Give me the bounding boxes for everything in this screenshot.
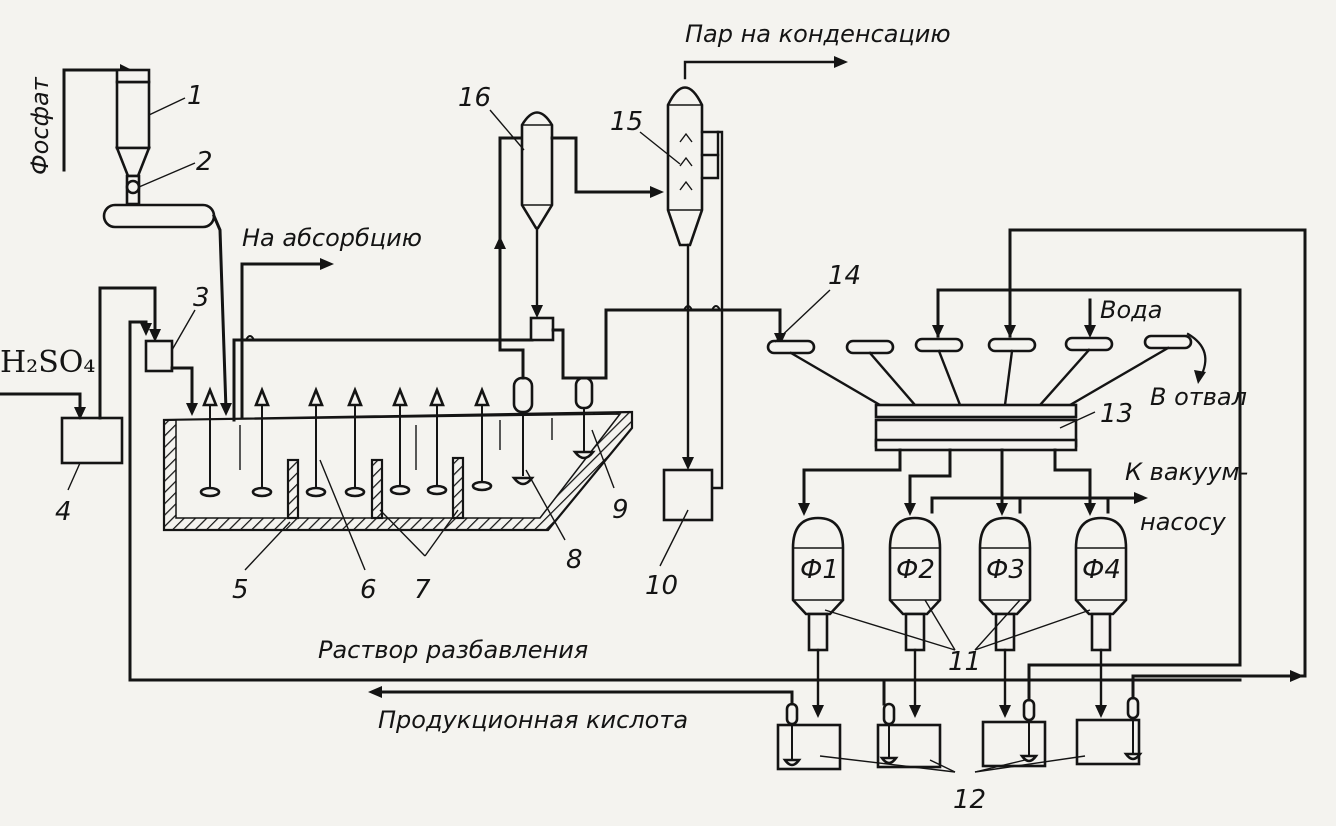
number-7: 7 (414, 575, 431, 605)
acid-dosing-line (98, 286, 157, 420)
number-14: 14 (828, 261, 861, 291)
separator-16 (520, 111, 554, 318)
number-11: 11 (948, 647, 981, 677)
number-12: 12 (953, 785, 986, 815)
agitators-6 (199, 386, 493, 498)
label-vacuum-1: К вакуум- (1125, 458, 1248, 486)
filter-line-4 (1053, 448, 1092, 512)
label-steam: Пар на конденсацию (685, 20, 951, 48)
number-5: 5 (232, 575, 249, 605)
filter-f1 (791, 516, 845, 718)
feeder-2 (125, 174, 141, 206)
number-6: 6 (360, 575, 377, 605)
tank-10 (662, 468, 714, 522)
pump-8 (511, 376, 535, 486)
filter-line-2 (908, 448, 952, 512)
filter-f4 (1074, 516, 1128, 718)
number-16: 16 (458, 83, 491, 113)
header-line (232, 338, 502, 422)
label-phosphate: Фосфат (26, 76, 54, 175)
number-8: 8 (566, 545, 583, 575)
distributors-14 (766, 334, 1193, 407)
leader-lines (67, 97, 1096, 773)
filter-label-1: Ф1 (800, 555, 839, 585)
filter-label-2: Ф2 (896, 555, 935, 585)
seal-box (529, 316, 555, 342)
belt-conveyor (102, 203, 232, 416)
separator-to-condenser (550, 136, 658, 194)
pump-9-to-distributor (582, 308, 782, 380)
absorption-line (240, 262, 328, 422)
filter-f2 (888, 516, 942, 718)
filter-line-1 (802, 448, 902, 512)
number-10: 10 (645, 571, 678, 601)
number-4: 4 (55, 497, 72, 527)
label-water: Вода (1100, 296, 1162, 324)
label-absorption: На абсорбцию (242, 224, 422, 252)
hopper-1 (115, 68, 151, 178)
pump-8-to-separator (498, 240, 525, 380)
dilution-line-left (128, 320, 1242, 682)
number-3: 3 (193, 283, 210, 313)
number-2: 2 (196, 147, 213, 177)
product-acid-line (378, 690, 794, 706)
number-1: 1 (187, 81, 204, 111)
label-vacuum-2: насосу (1140, 508, 1226, 536)
collector-3-link (1027, 288, 1242, 702)
wash-header (936, 288, 1182, 338)
filter-f3 (978, 516, 1032, 718)
filter-label-3: Ф3 (986, 555, 1025, 585)
label-h2so4: H₂SO₄ (0, 345, 95, 380)
filters-group (791, 516, 1128, 718)
number-13: 13 (1100, 399, 1133, 429)
label-dilution: Раствор разбавления (318, 636, 588, 664)
collectors-12 (776, 696, 1143, 771)
number-15: 15 (610, 107, 643, 137)
vacuum-line (930, 496, 1142, 514)
tank-4 (0, 392, 124, 465)
label-waste: В отвал (1150, 383, 1247, 411)
extractor-5 (162, 410, 634, 532)
collector-4-link (1131, 674, 1292, 700)
carousel-filter-13 (874, 403, 1078, 452)
label-product-acid: Продукционная кислота (378, 706, 688, 734)
condenser-15 (666, 56, 848, 490)
number-9: 9 (612, 495, 629, 525)
dosing-unit-3 (144, 339, 198, 416)
filter-label-4: Ф4 (1082, 555, 1121, 585)
to-pump-9 (551, 328, 586, 380)
